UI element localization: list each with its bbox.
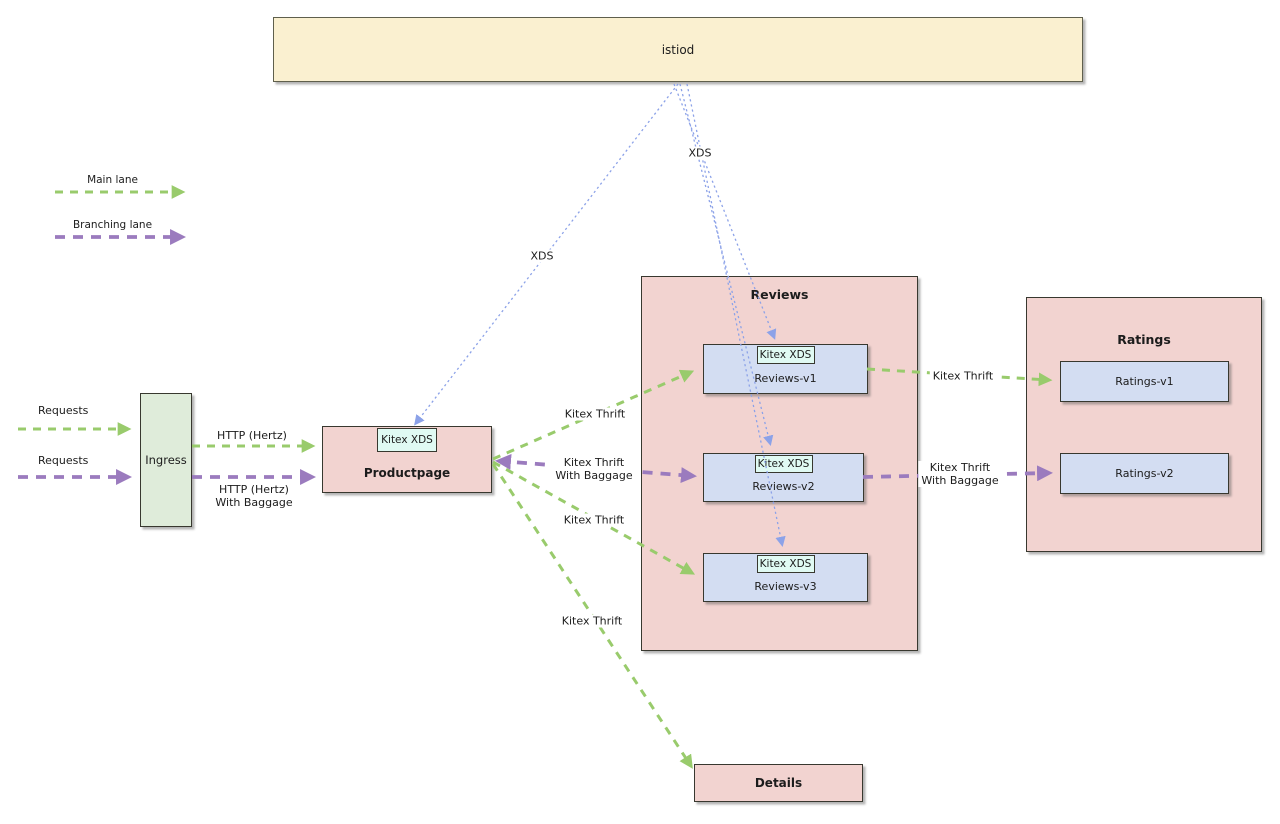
details-node: Details (694, 764, 863, 802)
kitex-thrift-v1-edge-label: Kitex Thrift (561, 407, 629, 421)
legend-branching-lane-label: Branching lane (72, 219, 153, 231)
productpage-label: Productpage (363, 466, 451, 480)
ratings-v2-label: Ratings-v2 (1115, 467, 1174, 480)
xds-productpage-edge-label: XDS (527, 249, 557, 263)
ingress-label: Ingress (145, 453, 187, 467)
http-hertz-baggage-label: HTTP (Hertz) With Baggage (215, 483, 293, 509)
reviews-v1-label: Reviews-v1 (754, 372, 817, 385)
ratings-v2-node: Ratings-v2 (1060, 453, 1229, 494)
ratings-group: Ratings Ratings-v1 Ratings-v2 (1026, 297, 1262, 552)
kitex-thrift-v2-edge-label: Kitex Thrift With Baggage (552, 456, 636, 482)
ratings-v1-label: Ratings-v1 (1115, 375, 1174, 388)
legend-main-lane-label: Main lane (87, 174, 138, 186)
reviews-v2-kitex-xds-label: Kitex XDS (757, 458, 810, 470)
ingress-node: Ingress (140, 393, 192, 527)
reviews-v1-kitex-xds-box: Kitex XDS (756, 346, 815, 364)
requests-main-label: Requests (38, 404, 89, 417)
reviews-v2-node: Kitex XDS Reviews-v2 (703, 453, 864, 502)
productpage-kitex-xds-box: Kitex XDS (377, 428, 437, 452)
ratings-v1-node: Ratings-v1 (1060, 361, 1229, 402)
requests-branching-label: Requests (38, 454, 89, 467)
xds-reviews-edge-label: XDS (685, 146, 715, 160)
istiod-label: istiod (661, 42, 695, 57)
kitex-thrift-ratings-v2-edge-label: Kitex Thrift With Baggage (918, 461, 1002, 487)
kitex-thrift-details-edge-label: Kitex Thrift (558, 614, 626, 628)
reviews-v3-kitex-xds-label: Kitex XDS (759, 558, 812, 570)
reviews-v2-label: Reviews-v2 (752, 480, 815, 493)
ratings-group-title: Ratings (1117, 332, 1171, 347)
reviews-v2-kitex-xds-box: Kitex XDS (754, 455, 813, 473)
istiod-node: istiod (273, 17, 1083, 82)
reviews-v3-node: Kitex XDS Reviews-v3 (703, 553, 868, 602)
productpage-node: Kitex XDS Productpage (322, 426, 492, 493)
reviews-v1-kitex-xds-label: Kitex XDS (759, 349, 812, 361)
kitex-thrift-ratings-v1-edge-label: Kitex Thrift (929, 369, 997, 383)
productpage-kitex-xds-label: Kitex XDS (381, 434, 433, 446)
details-label: Details (754, 776, 803, 790)
reviews-v3-kitex-xds-box: Kitex XDS (756, 555, 815, 573)
reviews-group: Reviews Kitex XDS Reviews-v1 Kitex XDS R… (641, 276, 918, 651)
http-hertz-main-label: HTTP (Hertz) (217, 429, 287, 442)
reviews-v3-label: Reviews-v3 (754, 580, 817, 593)
reviews-group-title: Reviews (750, 287, 809, 302)
reviews-v1-node: Kitex XDS Reviews-v1 (703, 344, 868, 394)
kitex-thrift-v3-edge-label: Kitex Thrift (560, 513, 628, 527)
